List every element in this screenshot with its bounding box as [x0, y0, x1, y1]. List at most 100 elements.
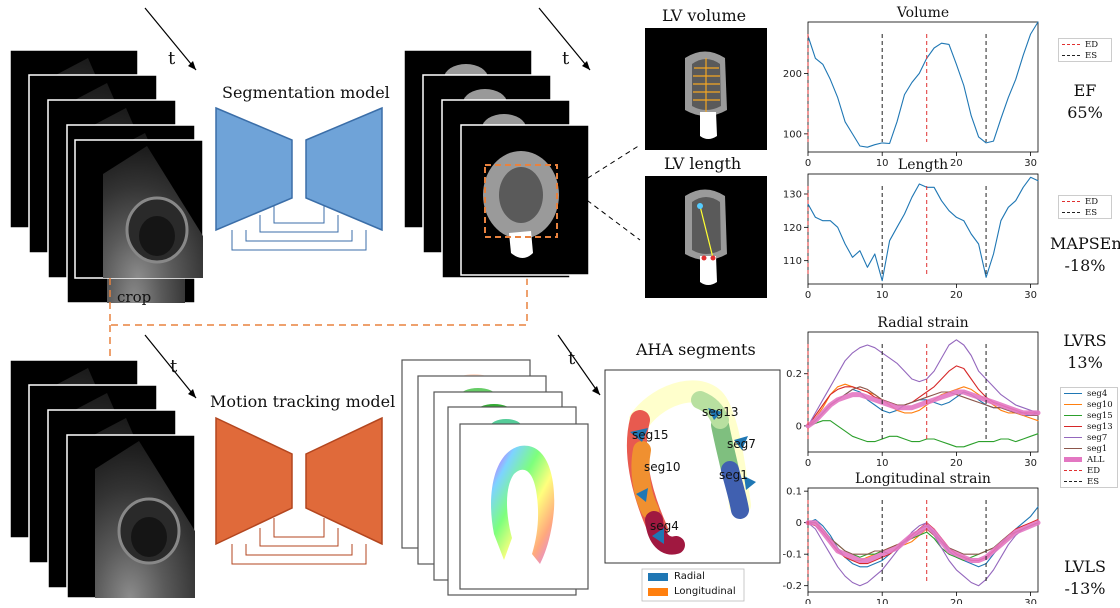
chart-3-xtick-label: 20 — [950, 598, 963, 604]
strain-legend-seg13: seg13 — [1087, 421, 1113, 432]
time-axis-label-1: t — [168, 48, 176, 69]
motion-tracking-unet — [215, 416, 383, 565]
aha-label-seg7: seg7 — [727, 437, 756, 451]
chart-2-series-seg7 — [807, 339, 1039, 427]
strain-legend-all: ALL — [1087, 454, 1105, 465]
volume-legend-ed: ED — [1085, 39, 1099, 50]
chart-3-ytick-label: 0.1 — [786, 487, 802, 498]
lvrs-metric: LVRS 13% — [1055, 330, 1115, 374]
ultrasound-stack-top — [9, 7, 204, 304]
strain-legend: seg4 seg10 seg15 seg13 seg7 seg1 ALL ED … — [1060, 387, 1118, 488]
chart-0-frame — [807, 21, 1039, 153]
lv-length-image — [645, 176, 767, 298]
chart-2-xtick-label: 10 — [876, 458, 889, 469]
segmentation-model-label: Segmentation model — [222, 83, 390, 102]
chart-2-xtick-label: 20 — [950, 458, 963, 469]
volume-legend-es: ES — [1085, 50, 1098, 61]
chart-2-series-seg10 — [807, 383, 1039, 427]
lvls-label: LVLS — [1064, 557, 1106, 576]
mapse-label: MAPSEn — [1050, 234, 1120, 253]
lvls-value: -13% — [1064, 579, 1106, 598]
chart-2-title: Radial strain — [877, 315, 968, 331]
chart-1-title: Length — [898, 157, 948, 173]
aha-legend-longitudinal: Longitudinal — [674, 586, 736, 597]
chart-0-xtick-label: 20 — [950, 158, 963, 169]
chart-0-xtick-label: 10 — [876, 158, 889, 169]
chart-2-series-seg1 — [807, 386, 1039, 427]
chart-1-series-line — [807, 176, 1039, 282]
length-legend-es: ES — [1085, 207, 1098, 218]
motion-tracking-model-label: Motion tracking model — [210, 392, 396, 411]
chart-3-xtick-label: 10 — [876, 598, 889, 604]
lvrs-value: 13% — [1067, 353, 1103, 372]
chart-3-xtick-label: 0 — [805, 598, 811, 604]
chart-2-series-seg15 — [807, 420, 1039, 448]
chart-0-series-line — [807, 21, 1039, 148]
aha-panel — [604, 369, 781, 602]
chart-3-series-seg7 — [807, 522, 1039, 587]
chart-2-ytick-label: 0.2 — [786, 369, 802, 380]
chart-1-xtick-label: 10 — [876, 290, 889, 301]
strain-legend-seg15: seg15 — [1087, 410, 1113, 421]
chart-2-ytick-label: 0 — [796, 421, 802, 432]
chart-1-ytick-label: 130 — [783, 190, 802, 201]
aha-label-seg15: seg15 — [632, 428, 669, 442]
chart-0-ytick-label: 100 — [783, 129, 802, 140]
time-axis-label-2: t — [562, 48, 570, 69]
chart-1-xtick-label: 0 — [805, 290, 811, 301]
aha-label-seg13: seg13 — [702, 405, 739, 419]
length-legend-ed: ED — [1085, 196, 1099, 207]
ef-label: EF — [1073, 81, 1097, 100]
aha-segments-title: AHA segments — [636, 340, 756, 359]
chart-1-xtick-label: 30 — [1024, 290, 1037, 301]
mapse-metric: MAPSEn -18% — [1050, 233, 1120, 277]
strain-legend-ed: ED — [1087, 465, 1101, 476]
lv-volume-image — [645, 28, 767, 150]
lv-length-title: LV length — [664, 154, 742, 173]
lvrs-label: LVRS — [1063, 331, 1107, 350]
chart-1-ytick-label: 120 — [783, 223, 802, 234]
chart-1-xtick-label: 20 — [950, 290, 963, 301]
aha-label-seg1: seg1 — [719, 468, 748, 482]
volume-legend: ED ES — [1058, 38, 1112, 62]
mapse-value: -18% — [1064, 256, 1106, 275]
chart-3-ytick-label: -0.2 — [782, 581, 802, 592]
aha-label-seg4: seg4 — [650, 519, 679, 533]
chart-2-xtick-label: 0 — [805, 458, 811, 469]
strain-legend-seg10: seg10 — [1087, 399, 1113, 410]
chart-2-xtick-label: 30 — [1024, 458, 1037, 469]
lv-volume-title: LV volume — [662, 6, 747, 25]
chart-2-frame — [807, 331, 1039, 453]
aha-legend-radial: Radial — [674, 571, 705, 582]
strain-legend-seg1: seg1 — [1087, 443, 1108, 454]
ef-metric: EF 65% — [1055, 80, 1115, 124]
chart-3-title: Longitudinal strain — [855, 471, 991, 487]
chart-3-frame — [807, 487, 1039, 593]
chart-0-title: Volume — [896, 5, 949, 21]
chart-0-xtick-label: 30 — [1024, 158, 1037, 169]
chart-3-ytick-label: -0.1 — [782, 550, 802, 561]
lvls-metric: LVLS -13% — [1055, 556, 1115, 600]
strain-legend-seg4: seg4 — [1087, 388, 1108, 399]
crop-connector — [109, 270, 528, 360]
strain-legend-es: ES — [1087, 476, 1100, 487]
ef-value: 65% — [1067, 103, 1103, 122]
strain-legend-seg7: seg7 — [1087, 432, 1108, 443]
time-axis-label-4: t — [568, 348, 576, 369]
chart-1-frame — [807, 173, 1039, 285]
chart-1-ytick-label: 110 — [783, 256, 802, 267]
time-axis-label-3: t — [170, 356, 178, 377]
motion-field-stack — [401, 334, 601, 596]
ultrasound-stack-bottom — [9, 334, 197, 599]
length-legend: ED ES — [1058, 195, 1112, 219]
chart-0-xtick-label: 0 — [805, 158, 811, 169]
segmentation-mask-stack — [403, 7, 641, 279]
chart-0-ytick-label: 200 — [783, 69, 802, 80]
chart-3-series-ALL — [805, 520, 1041, 563]
aha-label-seg10: seg10 — [644, 460, 681, 474]
chart-2-series-ALL — [805, 389, 1041, 429]
chart-3-xtick-label: 30 — [1024, 598, 1037, 604]
